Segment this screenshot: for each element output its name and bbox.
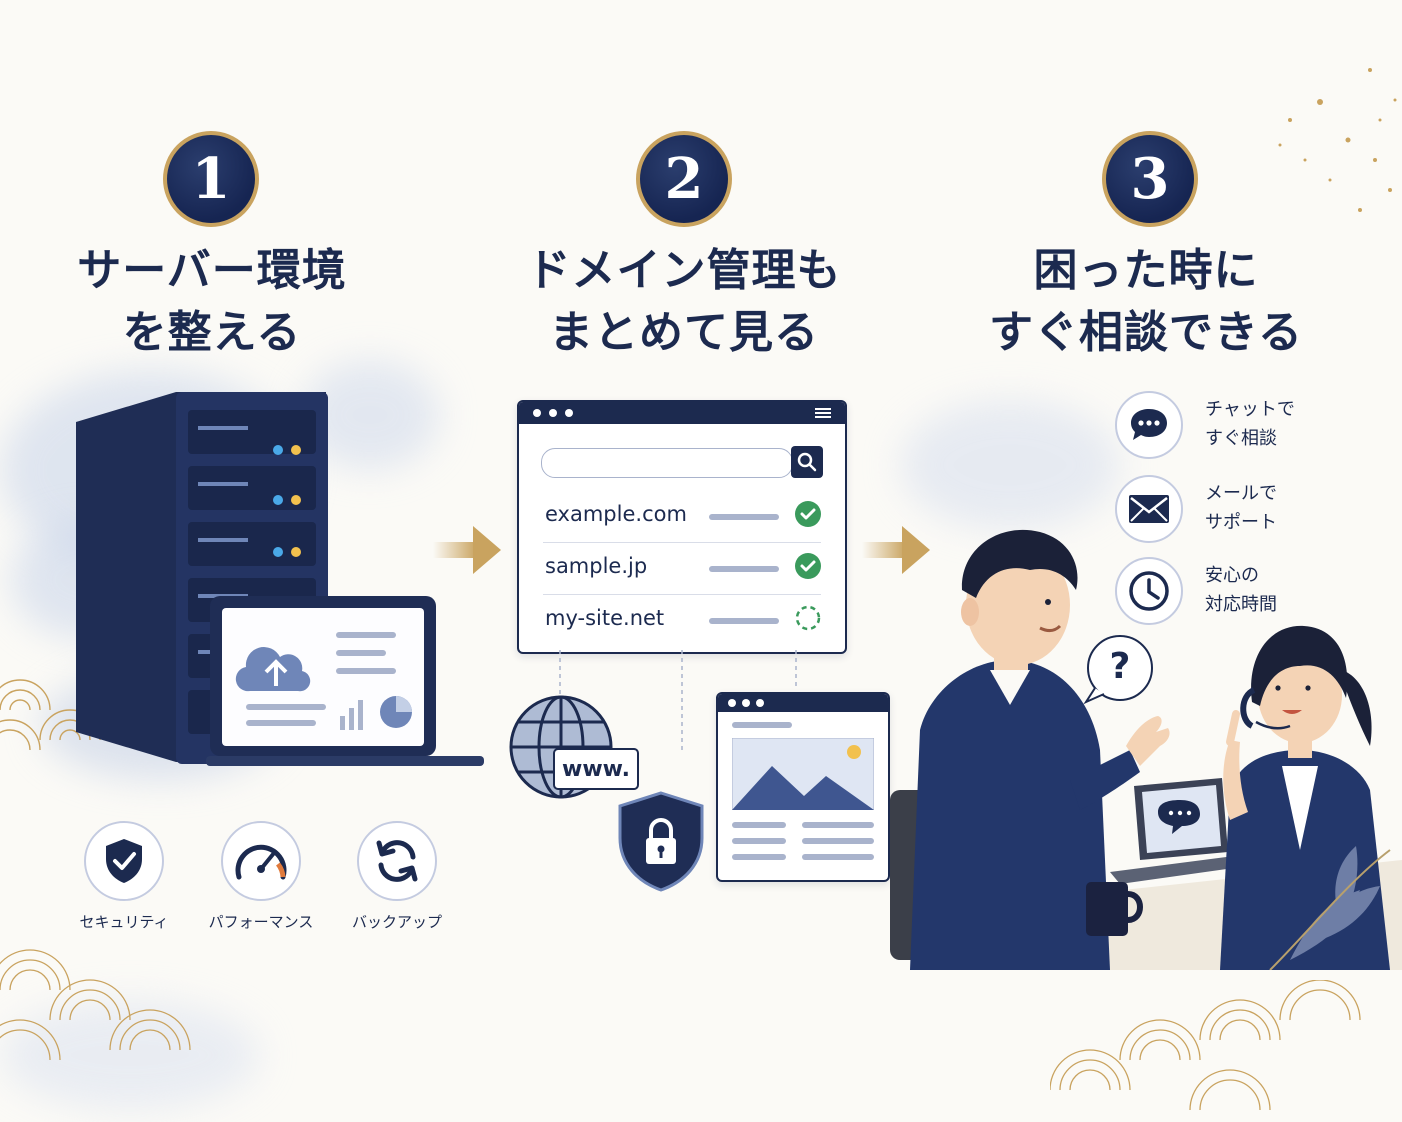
arrow-right-icon: [433, 526, 501, 574]
mail-support-text: メールで サポート: [1205, 479, 1277, 537]
step-3-heading-line-1: 困った時に: [1033, 245, 1259, 296]
question-mark: ?: [1109, 646, 1131, 687]
check-circle-icon: [795, 501, 821, 527]
seigaiha-pattern-bottom-left: [0, 949, 191, 1061]
chat-support-text: チャットで すぐ相談: [1205, 395, 1295, 453]
speedometer-icon: [235, 844, 287, 880]
performance-label: パフォーマンス: [208, 913, 314, 931]
step-3-number-badge: 3: [1102, 131, 1198, 227]
step-2-number: 2: [664, 146, 704, 212]
step-3-heading-line-2: すぐ相談できる: [988, 307, 1304, 358]
hours-support-icon-circle: [1115, 557, 1183, 625]
domain-name: my-site.net: [545, 606, 665, 630]
domain-manager-window: example.com sample.jp my-site.net: [517, 400, 847, 654]
domain-search-input[interactable]: [541, 448, 793, 478]
website-preview-window: [716, 692, 890, 882]
clock-icon: [1129, 571, 1169, 611]
hours-support-line-1: 安心の: [1205, 565, 1259, 586]
backup-label: バックアップ: [351, 913, 442, 931]
refresh-icon: [376, 840, 418, 882]
www-label-box: www.: [553, 748, 639, 790]
hours-support-line-2: 対応時間: [1205, 594, 1277, 615]
step-1-number: 1: [191, 146, 231, 212]
gold-sparkles: [1278, 68, 1397, 212]
domain-name: sample.jp: [545, 554, 648, 578]
search-button[interactable]: [791, 446, 823, 478]
window-title-bar: [519, 402, 845, 424]
domain-row[interactable]: sample.jp: [543, 542, 821, 595]
connector-lines: [559, 650, 797, 754]
shield-lock-icon: [618, 791, 704, 892]
step-2-heading-line-1: ドメイン管理も: [526, 245, 842, 296]
step-2-heading: ドメイン管理も まとめて見る: [504, 240, 864, 364]
chat-support-line-2: すぐ相談: [1205, 428, 1277, 449]
step-2-number-badge: 2: [636, 131, 732, 227]
chat-support-line-1: チャットで: [1205, 399, 1295, 420]
landscape-image-icon: [732, 738, 874, 810]
laptop-dashboard-illustration: [206, 596, 484, 766]
step-3-number: 3: [1130, 146, 1170, 212]
seigaiha-pattern-bottom-right: [1050, 980, 1361, 1111]
step-2-heading-line-2: まとめて見る: [549, 307, 819, 358]
step-1-heading-line-1: サーバー環境: [77, 245, 347, 296]
check-circle-icon: [795, 553, 821, 579]
step-3-heading: 困った時に すぐ相談できる: [966, 240, 1326, 364]
mail-support-line-2: サポート: [1205, 512, 1277, 533]
security-label: セキュリティ: [79, 913, 169, 931]
arrow-right-icon: [862, 526, 930, 574]
performance-feature: [221, 821, 301, 901]
domain-row[interactable]: my-site.net: [543, 594, 821, 646]
www-label: www.: [562, 756, 630, 782]
chat-bubble-icon: [1131, 409, 1167, 440]
chat-support-icon-circle: [1115, 391, 1183, 459]
menu-icon: [815, 408, 831, 418]
mail-support-icon-circle: [1115, 475, 1183, 543]
consultation-scene-illustration: [890, 529, 1402, 970]
domain-name: example.com: [545, 502, 687, 526]
security-feature: [84, 821, 164, 901]
backup-feature: [357, 821, 437, 901]
step-1-heading: サーバー環境 を整える: [32, 240, 392, 364]
shield-check-icon: [106, 839, 142, 883]
mail-support-line-1: メールで: [1205, 483, 1277, 504]
step-1-number-badge: 1: [163, 131, 259, 227]
domain-row[interactable]: example.com: [543, 490, 821, 543]
step-1-heading-line-2: を整える: [122, 307, 302, 358]
search-icon: [797, 452, 817, 472]
loading-circle-icon: [795, 605, 821, 631]
mail-icon: [1129, 495, 1169, 523]
hours-support-text: 安心の 対応時間: [1205, 561, 1277, 619]
